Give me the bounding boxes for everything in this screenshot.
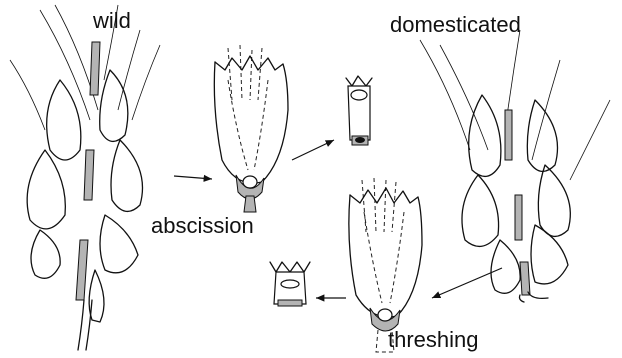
label-threshing: threshing xyxy=(388,329,479,351)
label-abscission: abscission xyxy=(151,215,254,237)
arrow-to-wild-detail xyxy=(174,176,212,179)
wild-spikelet-detail xyxy=(214,45,288,212)
wild-spike xyxy=(10,5,160,350)
domesticated-spike xyxy=(420,30,610,302)
label-domesticated: domesticated xyxy=(390,14,521,36)
domesticated-spikelet-detail xyxy=(349,178,422,352)
domesticated-rachis-segment xyxy=(270,262,310,306)
arrow-to-wild-rachis xyxy=(292,140,334,160)
arrow-to-domesticated-detail xyxy=(432,268,502,298)
label-wild: wild xyxy=(93,10,131,32)
wild-rachis-segment xyxy=(346,76,372,145)
